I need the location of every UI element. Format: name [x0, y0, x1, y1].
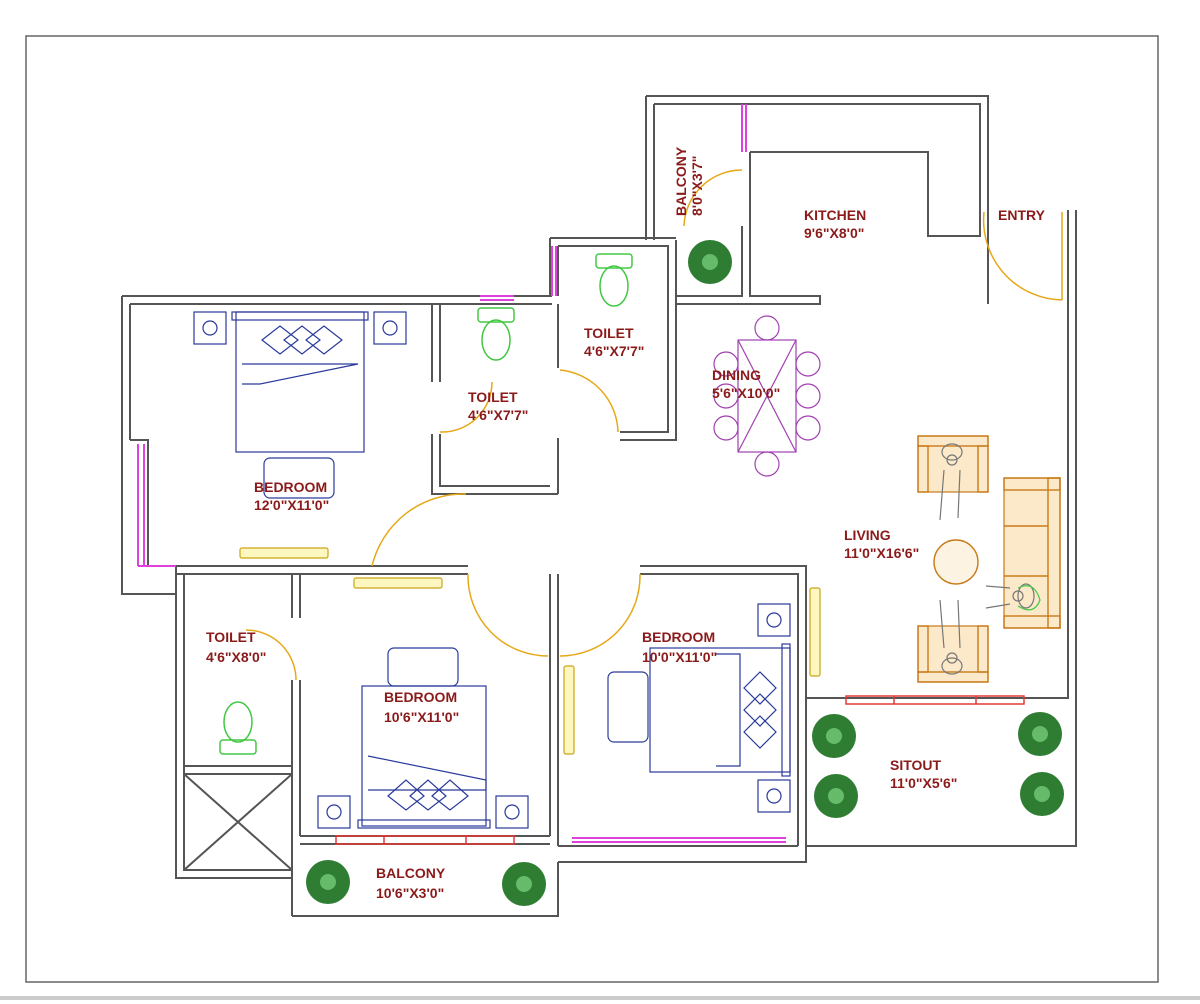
room-name-bedroom-master: BEDROOM — [254, 479, 327, 495]
room-name-dining: DINING — [712, 367, 761, 383]
room-size-balcony-bottom: 10'6"X3'0" — [376, 885, 444, 901]
windows — [137, 104, 1025, 845]
room-size-sitout: 11'0"X5'6" — [890, 775, 957, 791]
room-name-toilet-mid: TOILET — [584, 325, 634, 341]
doors — [245, 169, 1063, 681]
room-name-entry: ENTRY — [998, 207, 1046, 223]
plant-icon — [1020, 772, 1064, 816]
room-labels: BALCONY 8'0"X3'7" KITCHEN 9'6"X8'0" ENTR… — [206, 146, 1046, 901]
toilet-fixtures — [219, 253, 633, 755]
plant-icon — [814, 774, 858, 818]
room-name-sitout: SITOUT — [890, 757, 942, 773]
room-name-bedroom-center: BEDROOM — [384, 689, 457, 705]
bed-right-icon — [607, 603, 791, 813]
plant-icon — [1018, 712, 1062, 756]
room-size-toilet-mid: 4'6"X7'7" — [584, 343, 644, 359]
room-name-kitchen: KITCHEN — [804, 207, 866, 223]
room-size-living: 11'0"X16'6" — [844, 545, 919, 561]
room-name-toilet-left: TOILET — [468, 389, 518, 405]
room-size-bedroom-right: 10'0"X11'0" — [642, 649, 717, 665]
wardrobes — [239, 547, 821, 755]
bed-center-icon — [317, 647, 529, 829]
room-name-toilet-small: TOILET — [206, 629, 256, 645]
dining-table-icon — [713, 315, 821, 477]
room-size-bedroom-center: 10'6"X11'0" — [384, 709, 459, 725]
room-size-dining: 5'6"X10'0" — [712, 385, 780, 401]
room-size-toilet-small: 4'6"X8'0" — [206, 649, 266, 665]
plant-icon — [502, 862, 546, 906]
room-name: BALCONY — [673, 146, 689, 216]
plant-icon — [306, 860, 350, 904]
room-name-bedroom-right: BEDROOM — [642, 629, 715, 645]
room-size-toilet-left: 4'6"X7'7" — [468, 407, 528, 423]
plant-icon — [812, 714, 856, 758]
label-balcony-top: BALCONY 8'0"X3'7" — [673, 146, 705, 216]
room-size: 8'0"X3'7" — [689, 156, 705, 216]
room-size-bedroom-master: 12'0"X11'0" — [254, 497, 329, 513]
room-name-balcony-bottom: BALCONY — [376, 865, 446, 881]
living-furniture — [917, 435, 1061, 683]
bed-master-icon — [193, 311, 407, 499]
plants — [306, 240, 1064, 906]
plant-icon — [688, 240, 732, 284]
room-name-living: LIVING — [844, 527, 891, 543]
room-size-kitchen: 9'6"X8'0" — [804, 225, 864, 241]
drawing-frame — [25, 35, 1159, 983]
